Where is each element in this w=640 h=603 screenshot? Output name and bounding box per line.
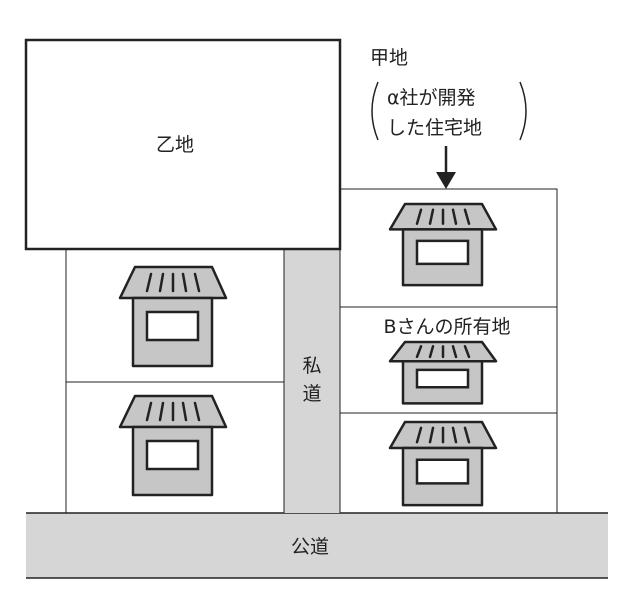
otsu-land-label: 乙地 (156, 134, 194, 156)
b-land-label: Bさんの所有地 (383, 316, 510, 338)
house-icon (388, 420, 498, 507)
right-paren (519, 81, 527, 141)
private-road-label-2: 道 (302, 383, 321, 405)
arrow-head-icon (436, 172, 456, 189)
left-plot-bottom (65, 381, 285, 514)
house-icon (388, 340, 498, 405)
kou-land-label: 甲地 (370, 47, 408, 69)
private-road (284, 249, 340, 513)
house-icon (118, 394, 228, 497)
private-road-label-1: 私 (302, 355, 321, 377)
public-road-label: 公道 (291, 536, 329, 558)
kou-note-line2: した住宅地 (387, 117, 482, 139)
house-icon (388, 202, 498, 287)
kou-note-line1: α社が開発 (387, 87, 476, 109)
left-paren (371, 81, 379, 141)
right-plot-bottom (339, 412, 558, 514)
house-icon (118, 265, 228, 368)
otsu-land (24, 38, 342, 251)
public-road (26, 513, 608, 578)
